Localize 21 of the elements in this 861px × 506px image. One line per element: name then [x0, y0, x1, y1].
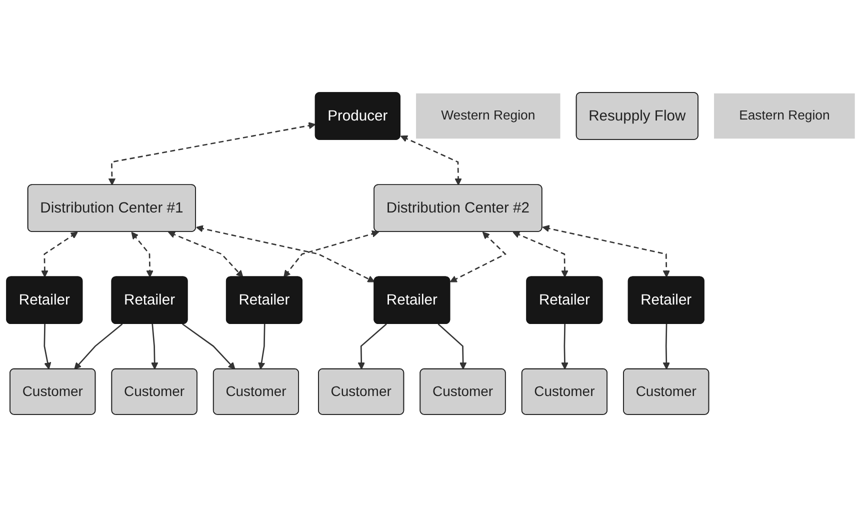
arrow [450, 231, 506, 282]
arrow [512, 230, 568, 277]
arrow [400, 134, 462, 185]
arrow [41, 231, 78, 277]
arrow [44, 323, 52, 370]
arrow [196, 224, 375, 282]
arrow [168, 230, 244, 277]
arrow [284, 230, 380, 277]
node-box: Western Region [416, 92, 560, 138]
arrow [438, 323, 467, 370]
arrow [358, 323, 387, 370]
arrow [662, 323, 670, 370]
arrow [542, 224, 670, 277]
arrow [150, 323, 158, 370]
arrow [561, 323, 568, 370]
arrow [182, 322, 236, 370]
arrow [258, 323, 266, 370]
node-box: Eastern Region [714, 92, 855, 138]
arrow [74, 322, 123, 370]
arrow [131, 231, 154, 277]
arrow [108, 122, 316, 185]
